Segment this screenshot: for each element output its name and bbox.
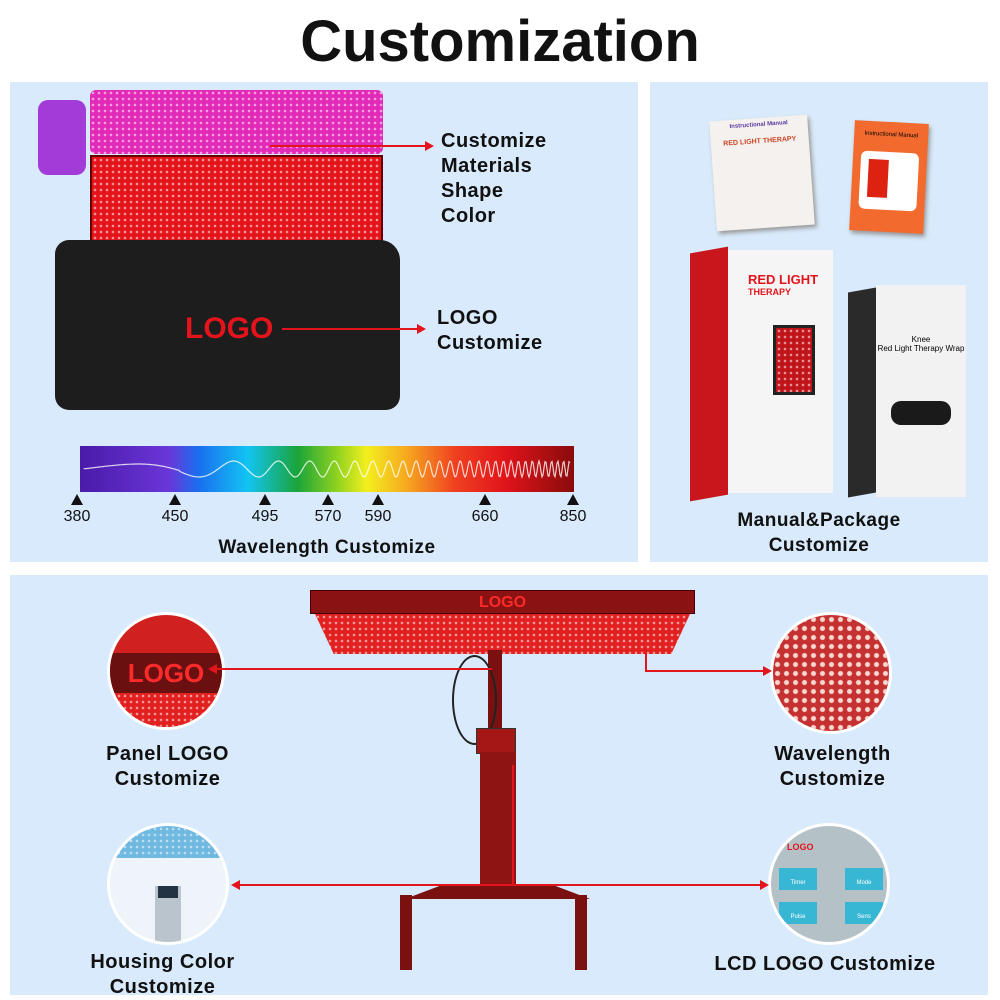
label-line: Customize <box>114 768 221 790</box>
device-leg-left <box>400 895 412 970</box>
tick-label: 380 <box>63 508 91 525</box>
label-line: Panel LOGO <box>106 743 229 765</box>
panel-logo-label: Panel LOGO Customize <box>80 742 255 792</box>
label-line: Housing Color <box>90 951 235 973</box>
label-line: LOGO <box>437 307 498 329</box>
wavelength-label: Wavelength Customize <box>218 537 436 558</box>
wavelength-spectrum-bar <box>80 446 574 492</box>
label-line: Materials <box>441 155 533 177</box>
tick-label: 590 <box>364 508 392 525</box>
red-led-pad-image <box>90 155 383 250</box>
lcd-label: LCD LOGO Customize <box>714 953 936 975</box>
box-1-image: RED LIGHT THERAPY <box>728 250 833 493</box>
materials-label: Customize Materials Shape Color <box>441 129 547 229</box>
circle-logo-text: LOGO <box>110 653 222 693</box>
manual-1-title: Instructional Manual <box>729 120 788 131</box>
panel-logo-arrow <box>208 664 492 674</box>
tick-marker <box>372 494 384 505</box>
wavelength-bottom-label: Wavelength Customize <box>745 742 920 792</box>
lcd-connector <box>512 765 514 885</box>
label-line: Customize <box>441 130 547 152</box>
tick-marker <box>567 494 579 505</box>
lcd-button: Mode <box>845 868 883 890</box>
device-logo-text: LOGO <box>478 594 527 611</box>
manual-1-heading: RED LIGHT THERAPY <box>723 135 797 148</box>
lcd-button: Pulse <box>779 902 817 924</box>
device-cable <box>452 655 497 745</box>
tick-label: 850 <box>559 508 587 525</box>
box-1-side <box>690 246 728 502</box>
materials-arrow <box>270 141 434 151</box>
housing-arrow <box>231 880 513 890</box>
box-2-title: Knee <box>911 335 931 344</box>
device-stand <box>480 752 516 892</box>
tick-marker <box>71 494 83 505</box>
tick-label: 660 <box>471 508 499 525</box>
box-2-side <box>848 287 876 498</box>
device-leg-right <box>575 895 587 970</box>
manual-1-image: Instructional Manual RED LIGHT THERAPY <box>709 114 815 232</box>
tick-label: 495 <box>251 508 279 525</box>
wavelength-connector <box>645 650 647 672</box>
device-base <box>405 885 590 899</box>
pad-strap-image <box>38 100 86 175</box>
lcd-circle: LOGO Timer Mode Pulse Sens <box>768 823 890 945</box>
logo-label: LOGO Customize <box>437 306 543 356</box>
label-line: Customize <box>109 976 216 998</box>
label-line: Color <box>441 205 496 227</box>
label-line: Customize <box>437 332 543 354</box>
manual-2-image: Instructional Manual <box>849 120 929 234</box>
pouch-logo-text: LOGO <box>185 312 274 345</box>
pink-led-pad-image <box>90 90 383 154</box>
label-line: Manual&Package <box>737 510 901 531</box>
logo-arrow <box>282 324 426 334</box>
label-line: Customize <box>779 768 886 790</box>
lcd-logo-text: LOGO <box>787 842 814 852</box>
package-label: Manual&Package Customize <box>650 508 988 558</box>
label-line: Customize <box>768 535 870 556</box>
tick-marker <box>259 494 271 505</box>
lcd-button: Sens <box>845 902 883 924</box>
tick-label: 570 <box>314 508 342 525</box>
box-1-subtitle: THERAPY <box>748 287 792 297</box>
black-pouch-image <box>55 240 400 410</box>
device-led-panel <box>315 614 690 654</box>
box-2-image: Knee Red Light Therapy Wrap <box>876 285 966 497</box>
wavelength-arrow <box>645 666 772 676</box>
box-2-subtitle: Red Light Therapy Wrap <box>877 344 965 353</box>
wavelength-circle <box>770 612 892 734</box>
wave-line <box>83 458 571 479</box>
housing-label: Housing Color Customize <box>70 950 255 1000</box>
label-line: Shape <box>441 180 504 202</box>
manual-2-title: Instructional Manual <box>864 130 919 140</box>
box-1-title: RED LIGHT <box>748 272 819 287</box>
device-control-box <box>476 728 516 754</box>
label-line: Wavelength <box>774 743 891 765</box>
tick-marker <box>479 494 491 505</box>
lcd-arrow <box>512 880 769 890</box>
page-title: Customization <box>300 9 700 74</box>
lcd-button: Timer <box>779 868 817 890</box>
tick-marker <box>169 494 181 505</box>
tick-marker <box>322 494 334 505</box>
device-panel-top: LOGO <box>310 590 695 614</box>
housing-circle <box>107 823 229 945</box>
tick-label: 450 <box>161 508 189 525</box>
